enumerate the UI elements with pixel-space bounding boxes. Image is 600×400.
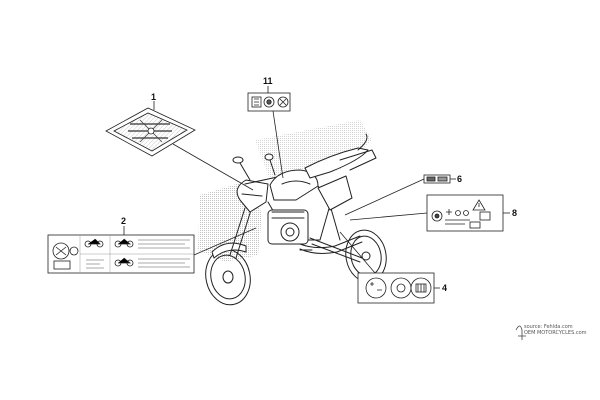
label-6-bar <box>423 174 451 184</box>
callout-2: 2 <box>121 216 127 226</box>
source-line-2: OEM MOTORCYCLES.com <box>524 330 587 336</box>
leader-lines <box>123 86 510 289</box>
callout-1: 1 <box>151 92 157 102</box>
label-4-round-pictograms <box>357 272 435 304</box>
label-8-caution <box>426 194 504 232</box>
source-logo-icon <box>515 325 526 340</box>
label-2-pictograms <box>47 234 195 274</box>
label-1-diamond-emblem <box>105 107 196 157</box>
callout-4: 4 <box>442 283 448 293</box>
source-line-1: source: Fehlda.com <box>524 324 573 330</box>
callout-6: 6 <box>457 174 463 184</box>
source-credit: source: Fehlda.com OEM MOTORCYCLES.com <box>524 324 598 336</box>
callout-8: 8 <box>512 208 518 218</box>
label-11-pictograms <box>247 92 291 112</box>
callout-11: 11 <box>263 76 273 86</box>
motorcycle-drawing <box>205 133 387 306</box>
